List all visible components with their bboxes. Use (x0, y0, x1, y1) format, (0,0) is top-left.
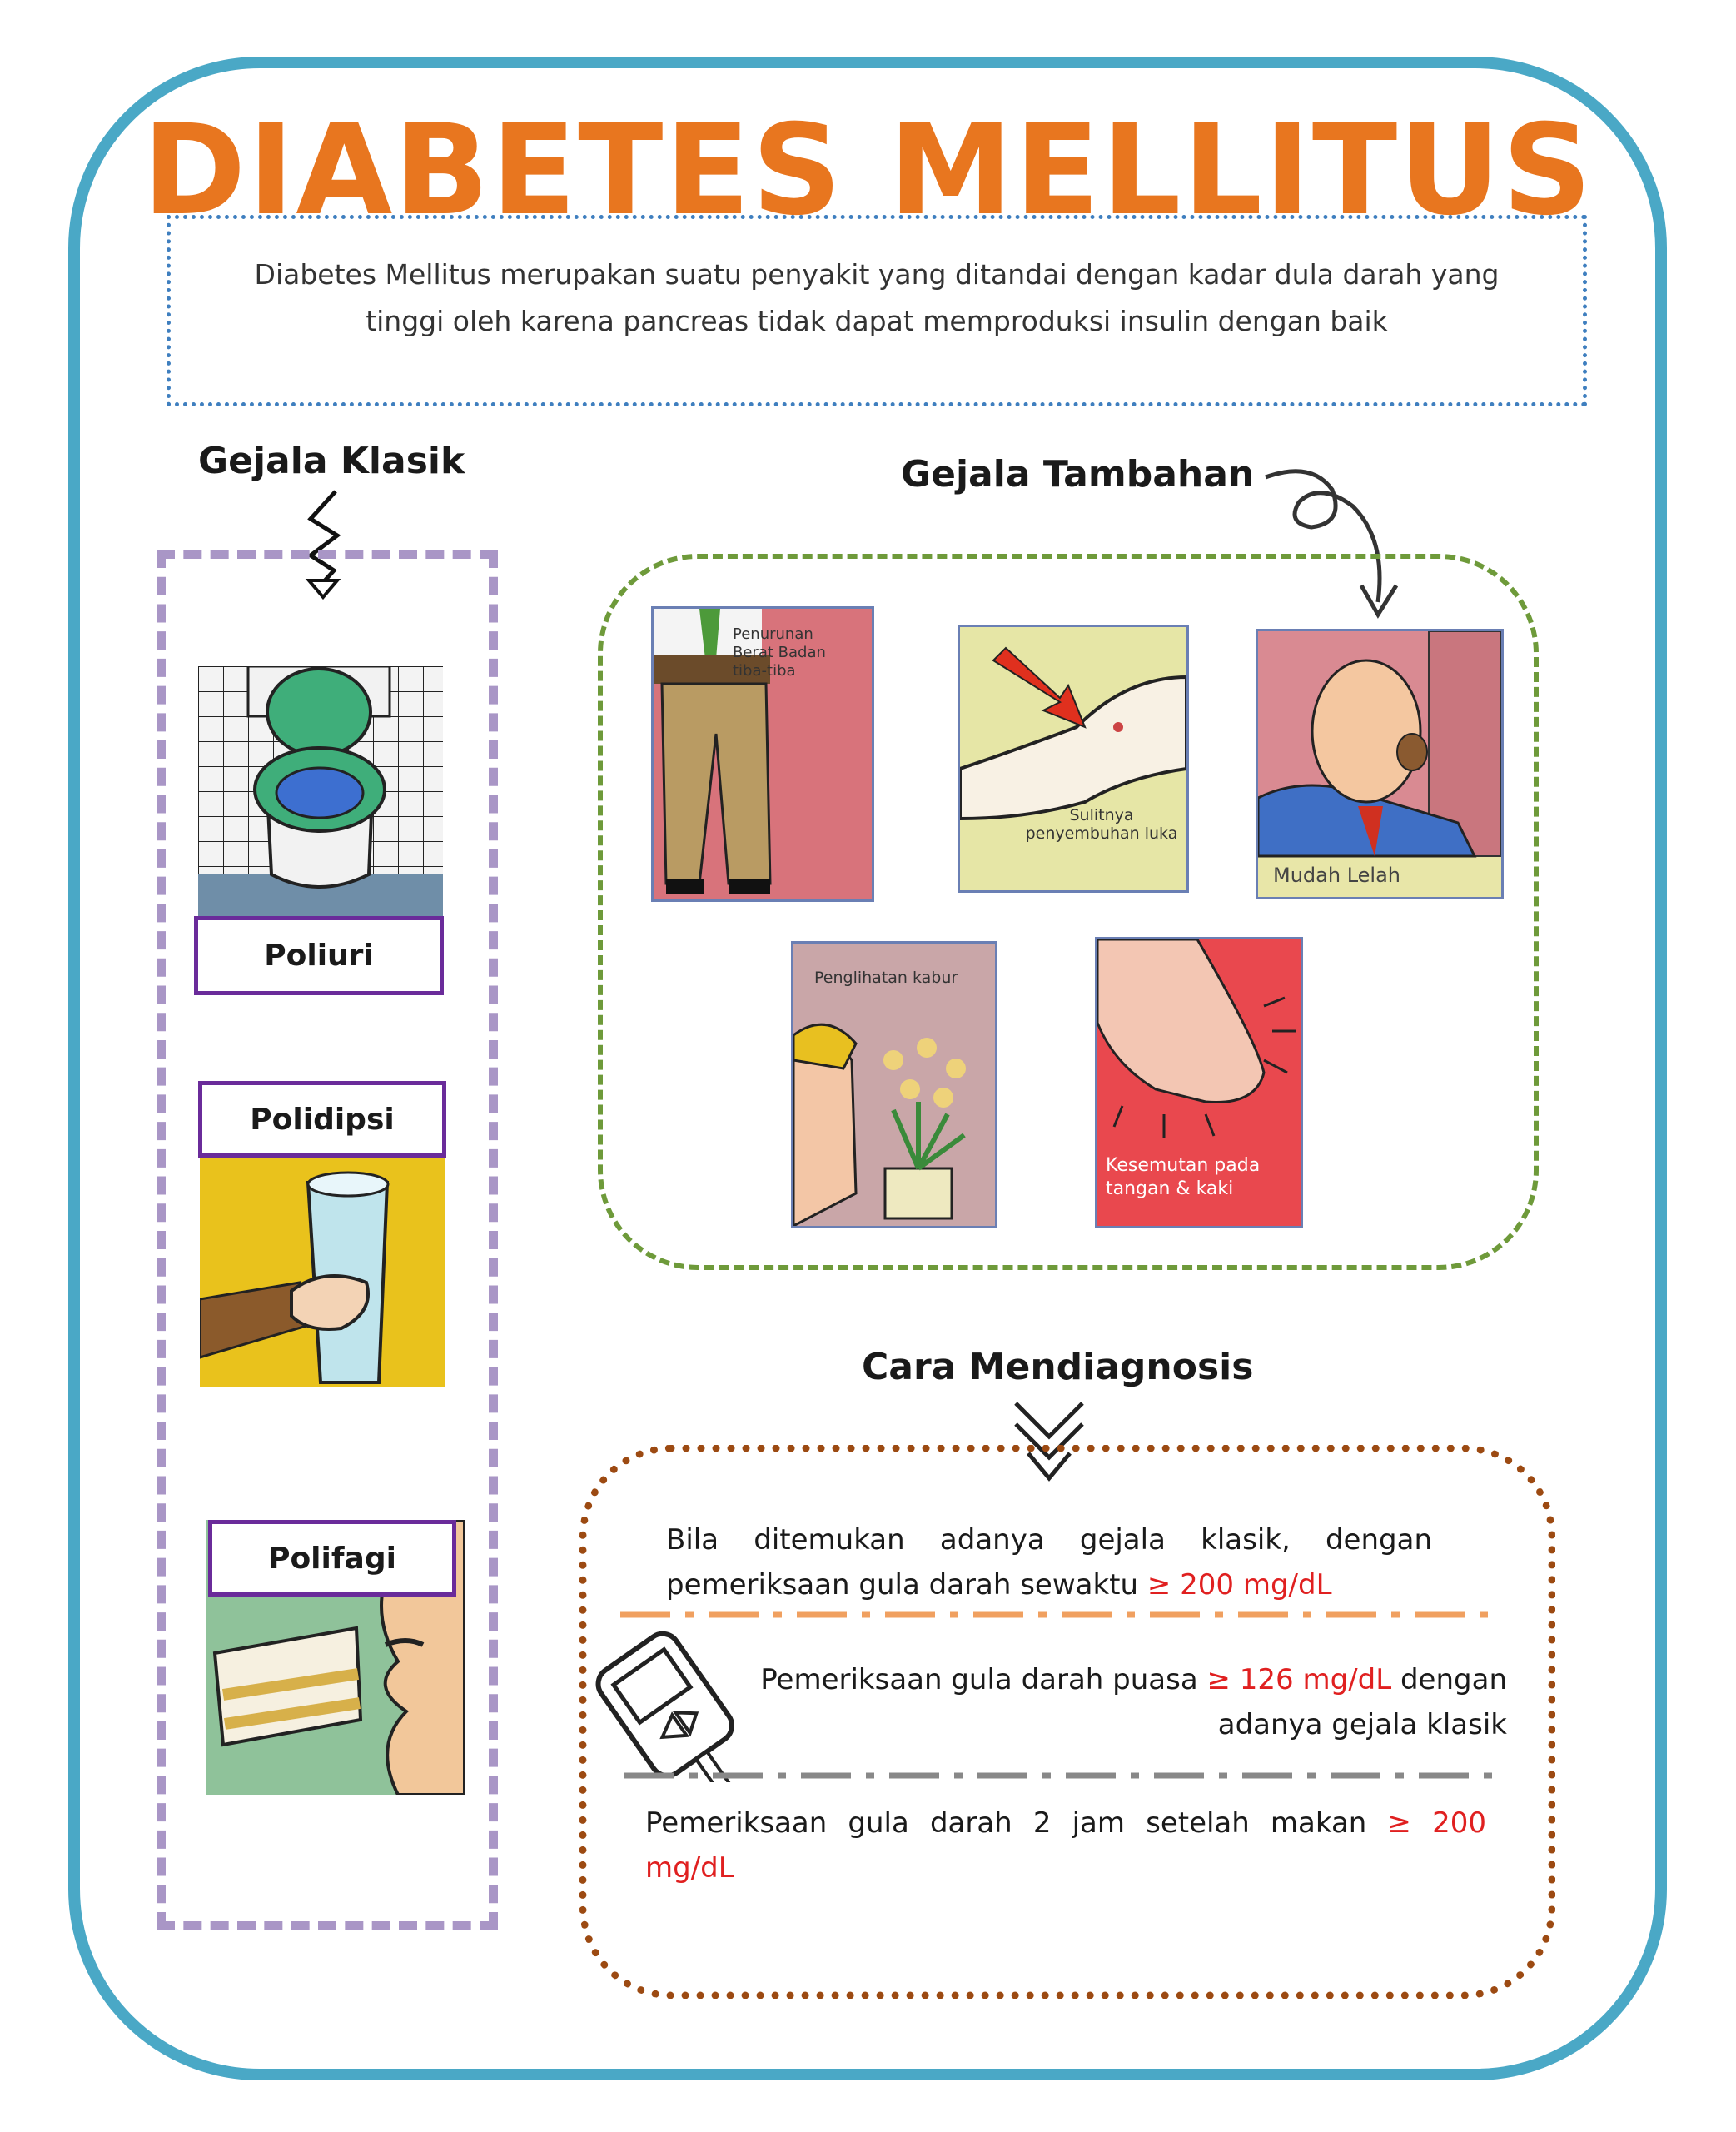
tambahan-symptoms-box (598, 554, 1539, 1270)
tambahan-caption-wound: Sulitnya penyembuhan luka (1025, 806, 1178, 843)
wound-arm-icon: Sulitnya penyembuhan luka (958, 625, 1189, 893)
criterion-2-value: ≥ 126 mg/dL (1206, 1663, 1392, 1696)
chevron-down-icon (1014, 1402, 1084, 1482)
diagnosis-box (579, 1445, 1555, 1999)
definition-text: Diabetes Mellitus merupakan suatu penyak… (254, 258, 1500, 337)
diagnosis-heading: Cara Mendiagnosis (862, 1346, 1254, 1388)
poster-frame (68, 57, 1667, 2080)
diagnosis-criterion-1: Bila ditemukan adanya gejala klasik, den… (666, 1523, 1432, 1601)
curly-arrow-icon (1265, 469, 1399, 619)
definition-box: Diabetes Mellitus merupakan suatu penyak… (167, 215, 1587, 406)
klasik-symptoms-box (157, 550, 498, 1930)
drinking-glass-icon (200, 1158, 445, 1387)
diagnosis-criterion-3: Pemeriksaan gula darah 2 jam setelah mak… (645, 1806, 1486, 1885)
page-title: DIABETES MELLITUS (142, 98, 1594, 243)
diagnosis-criterion-2: Pemeriksaan gula darah puasa ≥ 126 mg/dL… (760, 1663, 1507, 1741)
divider-orange (620, 1611, 1495, 1618)
criterion-1-value: ≥ 200 mg/dL (1147, 1568, 1332, 1601)
zigzag-arrow-icon (305, 490, 341, 600)
blurred-vision-icon: Penglihatan kabur (791, 941, 997, 1228)
tambahan-caption-vision: Penglihatan kabur (814, 969, 958, 987)
klasik-label-poliuri: Poliuri (194, 916, 444, 995)
klasik-label-polidipsi: Polidipsi (198, 1081, 446, 1158)
tingling-foot-icon: Kesemutan pada tangan & kaki (1095, 937, 1303, 1228)
divider-gray (624, 1772, 1499, 1779)
tired-man-icon: Mudah Lelah (1256, 629, 1504, 899)
tambahan-caption-tingling: Kesemutan pada tangan & kaki (1106, 1155, 1261, 1199)
tambahan-caption-weight: Penurunan Berat Badan tiba-tiba (733, 625, 826, 680)
tambahan-heading: Gejala Tambahan (901, 453, 1255, 496)
klasik-label-polifagi: Polifagi (208, 1520, 456, 1597)
weight-loss-icon: Penurunan Berat Badan tiba-tiba (651, 606, 874, 902)
criterion-3-value: ≥ 200 mg/dL (645, 1806, 1486, 1885)
toilet-icon (198, 666, 443, 916)
tambahan-caption-tired: Mudah Lelah (1273, 864, 1400, 887)
klasik-heading: Gejala Klasik (198, 440, 465, 482)
